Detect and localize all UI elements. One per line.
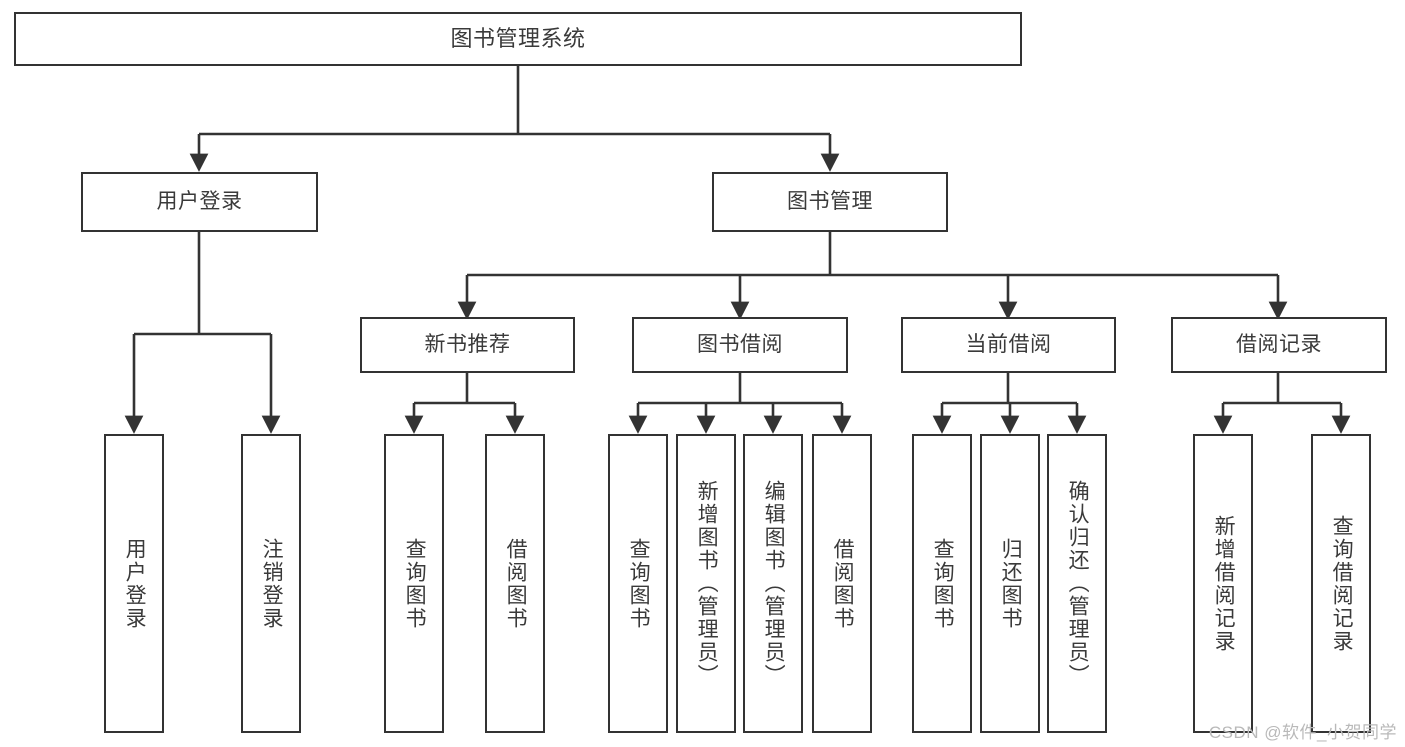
node-book-management[interactable]: 图书管理: [712, 172, 948, 232]
leaf-borrow-record-add-record[interactable]: 新增借阅记录: [1193, 434, 1253, 733]
node-current-borrowing[interactable]: 当前借阅: [901, 317, 1116, 373]
node-new-book-recommendation[interactable]: 新书推荐: [360, 317, 575, 373]
leaf-borrow-record-query-record[interactable]: 查询借阅记录: [1311, 434, 1371, 733]
leaf-current-borrow-confirm-return-admin[interactable]: 确认归还（管理员）: [1047, 434, 1107, 733]
node-user-login[interactable]: 用户登录: [81, 172, 318, 232]
leaf-book-borrow-add-book-admin[interactable]: 新增图书（管理员）: [676, 434, 736, 733]
leaf-user-login-logout[interactable]: 注销登录: [241, 434, 301, 733]
leaf-new-book-query-book[interactable]: 查询图书: [384, 434, 444, 733]
leaf-user-login-login[interactable]: 用户登录: [104, 434, 164, 733]
leaf-current-borrow-query-book[interactable]: 查询图书: [912, 434, 972, 733]
node-book-borrowing[interactable]: 图书借阅: [632, 317, 848, 373]
leaf-book-borrow-query-book[interactable]: 查询图书: [608, 434, 668, 733]
leaf-book-borrow-borrow-book[interactable]: 借阅图书: [812, 434, 872, 733]
leaf-current-borrow-return-book[interactable]: 归还图书: [980, 434, 1040, 733]
csdn-watermark: CSDN @软件_小贺同学: [1208, 723, 1397, 742]
node-root-book-management-system[interactable]: 图书管理系统: [14, 12, 1022, 66]
leaf-new-book-borrow-book[interactable]: 借阅图书: [485, 434, 545, 733]
leaf-book-borrow-edit-book-admin[interactable]: 编辑图书（管理员）: [743, 434, 803, 733]
node-borrowing-record[interactable]: 借阅记录: [1171, 317, 1387, 373]
